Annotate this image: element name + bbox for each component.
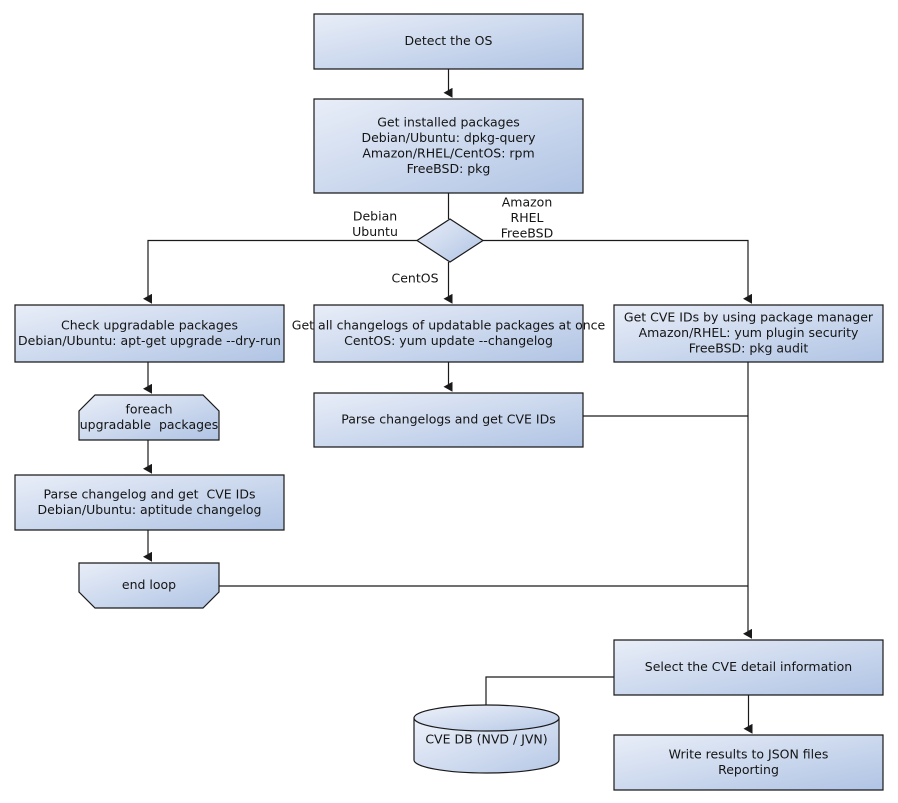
node-detect-os[interactable]: Detect the OS: [313, 13, 584, 70]
end-loop-label-line-1: end loop: [122, 577, 176, 592]
parse-changelog-cve-ids-shape: [14, 474, 285, 531]
node-os-decision[interactable]: [415, 218, 485, 263]
parse-changelogs-cve-ids-shape: [313, 392, 584, 448]
get-installed-packages-label-line-4: FreeBSD: pkg: [407, 161, 491, 176]
select-cve-detail-shape: [613, 639, 884, 696]
label-centos-line-1: CentOS: [391, 271, 438, 286]
database-cylinder-body: [413, 717, 560, 774]
label-centos: CentOS: [391, 271, 438, 286]
label-debian-ubuntu-line-2: Ubuntu: [352, 224, 398, 239]
node-check-upgradable-packages[interactable]: Check upgradable packagesDebian/Ubuntu: …: [14, 304, 285, 363]
label-debian-ubuntu-line-1: Debian: [353, 209, 397, 224]
connectors-group: [143, 69, 753, 734]
get-installed-packages-label-line-2: Debian/Ubuntu: dpkg-query: [361, 130, 536, 145]
node-parse-changelogs-cve-ids[interactable]: Parse changelogs and get CVE IDs: [313, 392, 584, 448]
get-cve-ids-package-manager-label-line-3: FreeBSD: pkg audit: [689, 341, 809, 356]
get-installed-packages-shape: [313, 98, 584, 194]
get-installed-packages-label-line-3: Amazon/RHEL/CentOS: rpm: [362, 145, 534, 160]
get-cve-ids-package-manager-label-line-1: Get CVE IDs by using package manager: [624, 310, 874, 325]
get-installed-packages-label-line-1: Get installed packages: [377, 114, 520, 129]
node-parse-changelog-cve-ids[interactable]: Parse changelog and get CVE IDsDebian/Ub…: [14, 474, 285, 531]
get-all-changelogs-label-line-1: Get all changelogs of updatable packages…: [292, 317, 606, 332]
edge-db-to-select: [485, 676, 614, 705]
detect-os-label-line-1: Detect the OS: [405, 33, 493, 48]
label-amazon-rhel-freebsd-line-2: RHEL: [511, 210, 544, 225]
node-select-cve-detail[interactable]: Select the CVE detail information: [613, 639, 884, 696]
edge-decision-to-amazon: [483, 239, 752, 304]
check-upgradable-packages-label-line-1: Check upgradable packages: [61, 317, 238, 332]
label-amazon-rhel-freebsd-line-1: Amazon: [502, 195, 553, 210]
end-loop-shape: [78, 562, 220, 609]
edge-decision-to-debian: [143, 239, 417, 304]
node-get-cve-ids-package-manager[interactable]: Get CVE IDs by using package managerAmaz…: [613, 304, 884, 363]
check-upgradable-packages-shape: [14, 304, 285, 363]
check-upgradable-packages-label-line-2: Debian/Ubuntu: apt-get upgrade --dry-run: [18, 333, 281, 348]
node-cve-database[interactable]: CVE DB (NVD / JVN): [413, 704, 560, 774]
node-end-loop[interactable]: end loop: [78, 562, 220, 609]
node-get-all-changelogs[interactable]: Get all changelogs of updatable packages…: [292, 304, 606, 363]
parse-changelog-cve-ids-label-line-1: Parse changelog and get CVE IDs: [44, 486, 256, 501]
get-cve-ids-package-manager-label-line-2: Amazon/RHEL: yum plugin security: [639, 325, 859, 340]
get-all-changelogs-label-line-2: CentOS: yum update --changelog: [344, 333, 553, 348]
write-results-json-shape: [613, 734, 884, 791]
write-results-json-label-line-2: Reporting: [718, 762, 779, 777]
foreach-loop-start-label-line-2: upgradable packages: [80, 417, 219, 432]
parse-changelogs-cve-ids-label-line-1: Parse changelogs and get CVE IDs: [341, 412, 555, 427]
get-all-changelogs-shape: [313, 304, 584, 363]
select-cve-detail-label-line-1: Select the CVE detail information: [645, 659, 852, 674]
write-results-json-label-line-1: Write results to JSON files: [669, 746, 829, 761]
foreach-loop-start-label-line-1: foreach: [125, 401, 172, 416]
detect-os-shape: [313, 13, 584, 70]
database-cylinder-top: [413, 704, 560, 732]
parse-changelog-cve-ids-label-line-2: Debian/Ubuntu: aptitude changelog: [38, 502, 262, 517]
cve-database-label-line-1: CVE DB (NVD / JVN): [425, 732, 547, 747]
foreach-loop-start-shape: [78, 394, 220, 441]
label-amazon-rhel-freebsd-line-3: FreeBSD: [501, 226, 553, 241]
os-decision-shape: [415, 218, 485, 263]
get-cve-ids-package-manager-shape: [613, 304, 884, 363]
